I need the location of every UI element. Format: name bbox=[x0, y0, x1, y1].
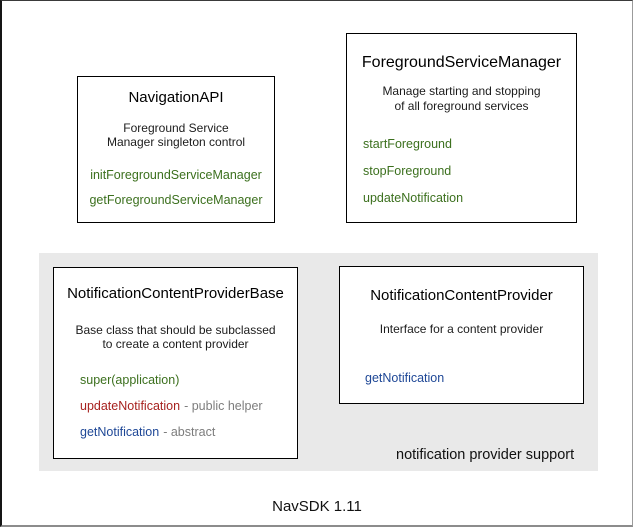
class-box-navigation-api: NavigationAPI Foreground Service Manager… bbox=[77, 76, 275, 223]
method-list: super(application) updateNotification- p… bbox=[54, 372, 297, 440]
class-title: NotificationContentProviderBase bbox=[67, 285, 284, 302]
description-line: Base class that should be subclassed bbox=[75, 323, 276, 337]
method-get-notification: getNotification bbox=[365, 371, 445, 385]
method-list: initForegroundServiceManager getForegrou… bbox=[78, 167, 274, 208]
description-line: of all foreground services bbox=[394, 99, 529, 113]
class-title: NotificationContentProvider bbox=[370, 287, 553, 304]
method-name: updateNotification bbox=[80, 399, 181, 413]
method-list: getNotification bbox=[340, 370, 583, 386]
class-title: ForegroundServiceManager bbox=[361, 54, 562, 71]
method-list: startForeground stopForeground updateNot… bbox=[347, 136, 576, 206]
method-init-foreground-service-manager: initForegroundServiceManager bbox=[90, 168, 262, 182]
method-update-notification: updateNotification bbox=[363, 191, 464, 205]
class-description: Base class that should be subclassed to … bbox=[54, 323, 297, 351]
class-box-notification-content-provider-base: NotificationContentProviderBase Base cla… bbox=[53, 267, 298, 459]
panel-caption: notification provider support bbox=[396, 447, 575, 463]
method-super-application: super(application) bbox=[80, 372, 297, 388]
method-stop-foreground: stopForeground bbox=[363, 164, 452, 178]
class-box-foreground-service-manager: ForegroundServiceManager Manage starting… bbox=[346, 33, 577, 223]
method-update-notification: updateNotification- public helper bbox=[80, 398, 297, 414]
method-note: - public helper bbox=[184, 399, 263, 413]
method-start-foreground: startForeground bbox=[363, 137, 452, 151]
method-name: getNotification bbox=[80, 425, 160, 439]
method-get-notification: getNotification- abstract bbox=[80, 424, 297, 440]
class-description: Foreground Service Manager singleton con… bbox=[78, 121, 274, 149]
description-line: Foreground Service bbox=[123, 121, 229, 135]
class-box-notification-content-provider: NotificationContentProvider Interface fo… bbox=[339, 266, 584, 404]
class-title: NavigationAPI bbox=[128, 89, 224, 106]
method-name: super(application) bbox=[80, 373, 180, 387]
description-line: to create a content provider bbox=[102, 337, 249, 351]
description-line: Manager singleton control bbox=[106, 135, 246, 149]
description-line: Manage starting and stopping bbox=[382, 84, 541, 98]
description-line: Interface for a content provider bbox=[379, 322, 544, 336]
class-description: Interface for a content provider bbox=[340, 322, 583, 336]
method-note: - abstract bbox=[163, 425, 216, 439]
method-get-foreground-service-manager: getForegroundServiceManager bbox=[89, 193, 263, 207]
class-description: Manage starting and stopping of all fore… bbox=[347, 84, 576, 114]
sdk-version-caption: NavSDK 1.11 bbox=[272, 498, 362, 515]
